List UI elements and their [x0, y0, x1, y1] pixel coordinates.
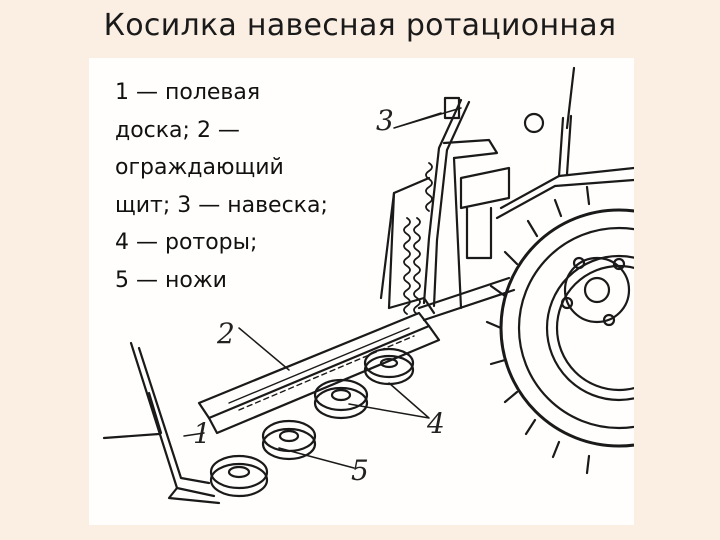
caption-line: щит; 3 — навеска; [115, 192, 328, 218]
caption-line: ограждающий [115, 155, 284, 180]
legend-caption: 1 — полевая доска; 2 — ограждающий щит; … [115, 74, 375, 299]
field-board [102, 341, 221, 505]
tractor-wheel [485, 185, 634, 475]
label-1: 1 [193, 417, 211, 450]
caption-line: доска; 2 — [115, 117, 240, 143]
label-4: 4 [426, 407, 445, 440]
label-5: 5 [351, 454, 369, 487]
tractor-body [459, 66, 634, 260]
slide-title: Косилка навесная ротационная [103, 8, 617, 43]
leader-lines [183, 107, 462, 469]
caption-line: 5 — ножи [115, 267, 227, 293]
hitch-frame [379, 96, 516, 322]
mower-drawing: 3 2 1 4 5 [102, 66, 634, 505]
caption-line: 4 — роторы; [115, 230, 258, 255]
rotors [209, 347, 415, 498]
springs [403, 162, 433, 315]
label-3: 3 [376, 104, 394, 137]
protective-shield [197, 296, 441, 435]
mower-illustration: 3 2 1 4 5 [89, 58, 634, 525]
label-2: 2 [216, 317, 235, 350]
caption-line: 1 — полевая [115, 80, 261, 105]
